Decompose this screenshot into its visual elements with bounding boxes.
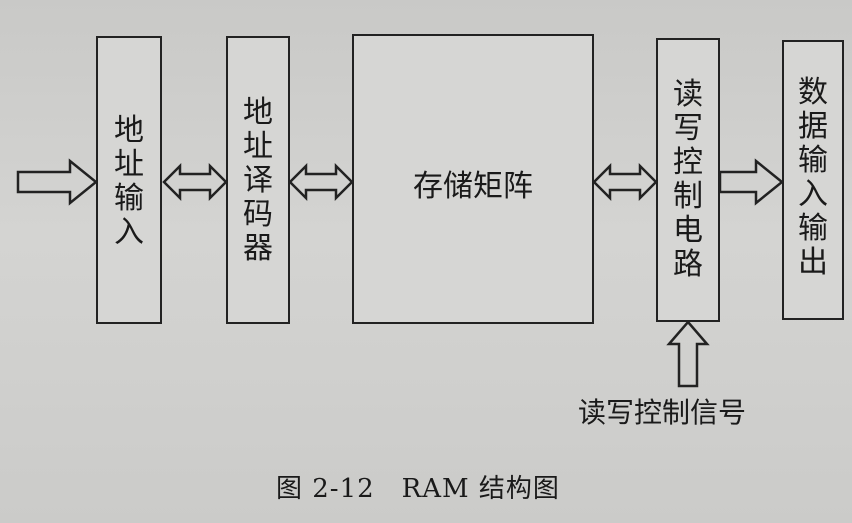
address-decoder-box: 地 址 译 码 器 [226, 36, 290, 324]
storage-matrix-label: 存储矩阵 [413, 169, 533, 204]
rw-signal-label: 读写控制信号 [578, 396, 747, 429]
storage-matrix-box: 存储矩阵 [352, 34, 594, 324]
double-arrow-2 [288, 162, 354, 202]
double-arrow-3 [592, 162, 658, 202]
output-arrow [718, 158, 784, 206]
signal-arrow [666, 320, 710, 388]
address-decoder-label: 地 址 译 码 器 [243, 95, 273, 266]
data-io-label: 数 据 输 入 输 出 [798, 75, 828, 280]
figure-caption: 图 2-12 RAM 结构图 [276, 474, 560, 504]
data-io-box: 数 据 输 入 输 出 [782, 40, 844, 320]
address-input-box: 地 址 输 入 [96, 36, 162, 324]
rw-control-label: 读 写 控 制 电 路 [673, 77, 703, 282]
address-input-label: 地 址 输 入 [114, 113, 144, 250]
rw-control-box: 读 写 控 制 电 路 [656, 38, 720, 322]
double-arrow-1 [162, 162, 228, 202]
input-arrow [16, 158, 98, 206]
